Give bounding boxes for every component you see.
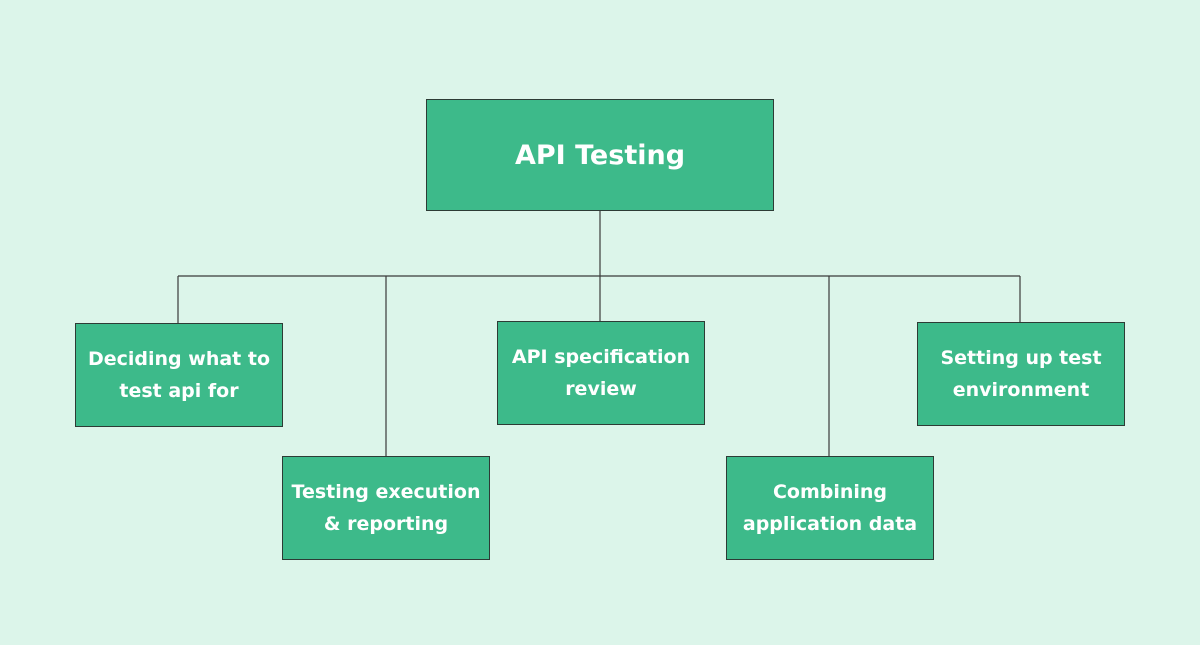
root-node-label: API Testing: [514, 139, 686, 171]
node-api-specification-review: API specification review: [497, 321, 705, 425]
node-label: Deciding what to test api for: [87, 348, 271, 402]
root-node-api-testing: API Testing: [426, 99, 774, 211]
node-label: Combining application data: [742, 481, 918, 535]
node-setting-up-test-environment: Setting up test environment: [917, 322, 1125, 426]
node-label: Setting up test environment: [940, 347, 1102, 401]
node-label: Testing execution & reporting: [291, 481, 481, 535]
node-deciding-what-to-test: Deciding what to test api for: [75, 323, 283, 427]
node-testing-execution-reporting: Testing execution & reporting: [282, 456, 490, 560]
node-combining-application-data: Combining application data: [726, 456, 934, 560]
node-label: API specification review: [511, 346, 691, 400]
